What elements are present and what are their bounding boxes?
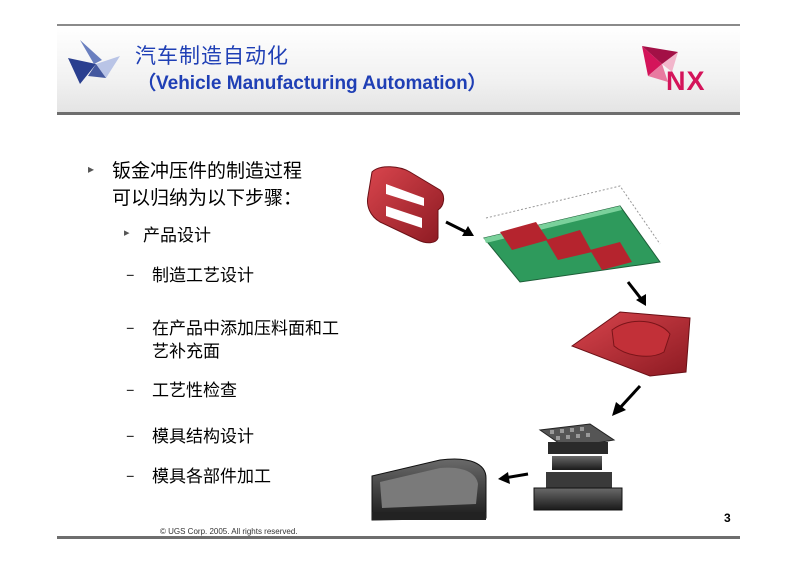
die-layout-image (483, 185, 661, 283)
step-add-binder-line-1: 在产品中添加压料面和工 (152, 319, 339, 339)
product-part-image (367, 166, 445, 244)
bullet-icon: ▸ (88, 162, 95, 176)
arrow-icon (445, 220, 474, 236)
footer-divider (57, 536, 740, 539)
nx-logo-text: NX (666, 66, 706, 96)
dash-icon: – (126, 426, 135, 446)
intro-line-1: 钣金冲压件的制造过程 (112, 160, 303, 182)
page-title: 汽车制造自动化 (135, 44, 289, 68)
machined-part-image (371, 458, 487, 521)
binder-surface-image (570, 311, 691, 377)
intro-line-2: 可以归纳为以下步骤： (112, 187, 303, 209)
dash-icon: – (126, 265, 135, 285)
step-die-component-machining: 模具各部件加工 (152, 467, 271, 487)
dash-icon: – (126, 318, 135, 338)
dash-icon: – (126, 380, 135, 400)
die-assembly-image (533, 423, 623, 511)
company-logo-icon (68, 40, 120, 84)
intro-text: 钣金冲压件的制造过程 可以归纳为以下步骤： (112, 158, 302, 212)
page-subtitle: （Vehicle Manufacturing Automation） (137, 73, 487, 94)
nx-logo-icon (642, 46, 678, 82)
step-die-structure-design: 模具结构设计 (152, 427, 254, 447)
copyright-text: © UGS Corp. 2005. All rights reserved. (160, 527, 298, 536)
page-number: 3 (724, 511, 731, 525)
arrow-icon (626, 281, 646, 306)
sub-bullet-icon: ▸ (124, 226, 130, 239)
header-band (57, 24, 740, 115)
arrow-icon (612, 384, 642, 416)
dash-icon: – (126, 466, 135, 486)
step-process-design: 制造工艺设计 (152, 266, 254, 286)
step-add-binder-surface: 在产品中添加压料面和工 艺补充面 (152, 318, 339, 364)
arrow-icon (498, 472, 529, 484)
step-product-design: 产品设计 (143, 226, 211, 246)
step-manufacturability-check: 工艺性检查 (152, 381, 237, 401)
step-add-binder-line-2: 艺补充面 (152, 342, 220, 362)
